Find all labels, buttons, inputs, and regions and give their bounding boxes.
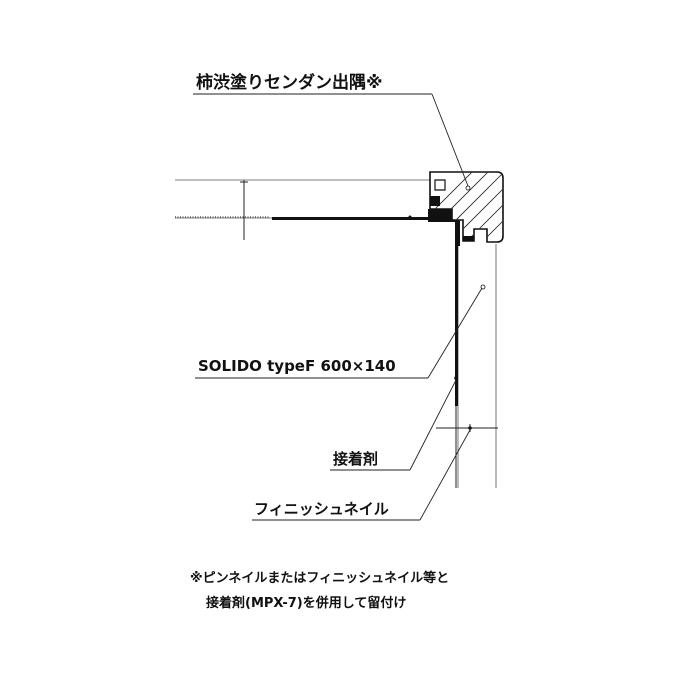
horizontal-substrate bbox=[175, 179, 433, 219]
nail-label: フィニッシュネイル bbox=[254, 500, 389, 518]
leader-lines bbox=[193, 93, 483, 521]
adhesive-corner bbox=[428, 196, 474, 246]
panel-dots bbox=[408, 215, 486, 380]
solido-panel-vertical bbox=[455, 246, 458, 488]
vertical-substrate bbox=[457, 244, 497, 488]
panel-label: SOLIDO typeF 600×140 bbox=[198, 357, 396, 375]
footnote-line-2: 接着剤(MPX-7)を併用して留付け bbox=[206, 595, 406, 611]
footnote-line-1: ※ピンネイルまたはフィニッシュネイル等と bbox=[190, 570, 449, 586]
corner-piece-label: 柿渋塗りセンダン出隅※ bbox=[196, 72, 383, 93]
solido-panel-horizontal bbox=[272, 217, 457, 220]
nail-horizontal bbox=[175, 180, 270, 240]
corner-piece bbox=[429, 171, 504, 243]
adhesive-label: 接着剤 bbox=[333, 450, 378, 468]
nail-vertical bbox=[436, 424, 498, 432]
